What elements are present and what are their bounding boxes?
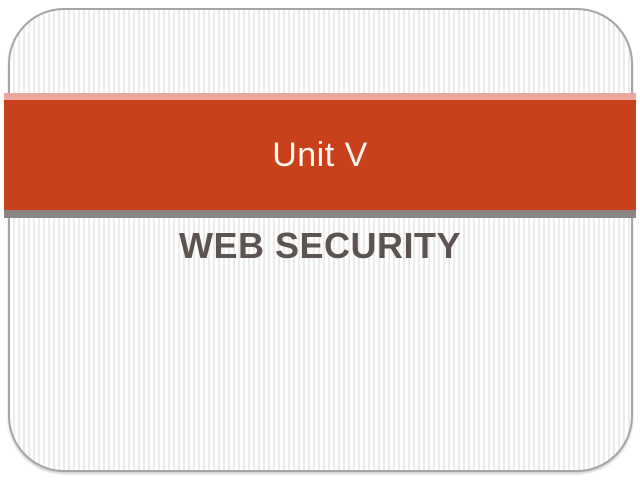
slide-title: Unit V xyxy=(272,136,368,174)
banner-top-stripe xyxy=(4,93,636,100)
slide-subtitle: WEB SECURITY xyxy=(178,225,461,266)
slide-frame xyxy=(8,8,633,472)
title-banner: Unit V xyxy=(4,100,636,210)
banner-bottom-stripe xyxy=(4,210,636,218)
